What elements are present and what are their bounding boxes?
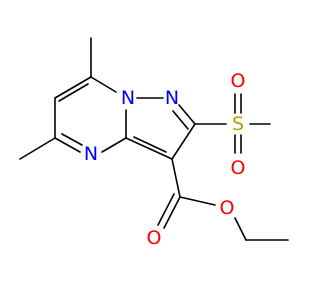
atom-n-pyrazole: N <box>165 87 179 109</box>
atom-n-pyrimidine: N <box>84 143 98 165</box>
bond-oester-ch2 <box>234 217 247 241</box>
bond-npyrazole-c2-double <box>172 110 189 130</box>
bond-c7-c6 <box>54 76 92 99</box>
bond-layer <box>19 37 289 241</box>
atom-o-sulfonyl-top: O <box>231 70 246 92</box>
bond-nbridge-c7 <box>90 76 117 93</box>
bond-c3-ccarbonyl <box>171 158 181 198</box>
bond-c3-c3a <box>125 137 173 160</box>
bond-n4-c3a <box>101 137 127 153</box>
atom-o-sulfonyl-bottom: O <box>231 157 246 179</box>
bond-c7-c6-double <box>58 83 89 102</box>
bond-c5-n4 <box>54 137 81 153</box>
bond-c5-methyl <box>19 137 56 160</box>
bond-ccarbonyl-o <box>163 196 181 229</box>
bond-c2-c3 <box>171 123 196 160</box>
atom-n-bridge: N <box>121 87 135 109</box>
bond-c3-c3a-double <box>133 136 167 153</box>
bond-ccarbonyl-o-double <box>157 193 175 226</box>
atom-s-sulfonyl: S <box>232 113 244 135</box>
bond-npyrazole-c2 <box>178 104 196 125</box>
atom-layer: N N N S O O O O <box>84 70 246 249</box>
bond-c5-n4-double <box>61 133 83 146</box>
bond-ccarbonyl-oester <box>179 196 216 206</box>
atom-o-ester: O <box>220 197 235 219</box>
molecule-structure: N N N S O O O O <box>19 37 289 249</box>
atom-o-carbonyl: O <box>147 227 162 249</box>
